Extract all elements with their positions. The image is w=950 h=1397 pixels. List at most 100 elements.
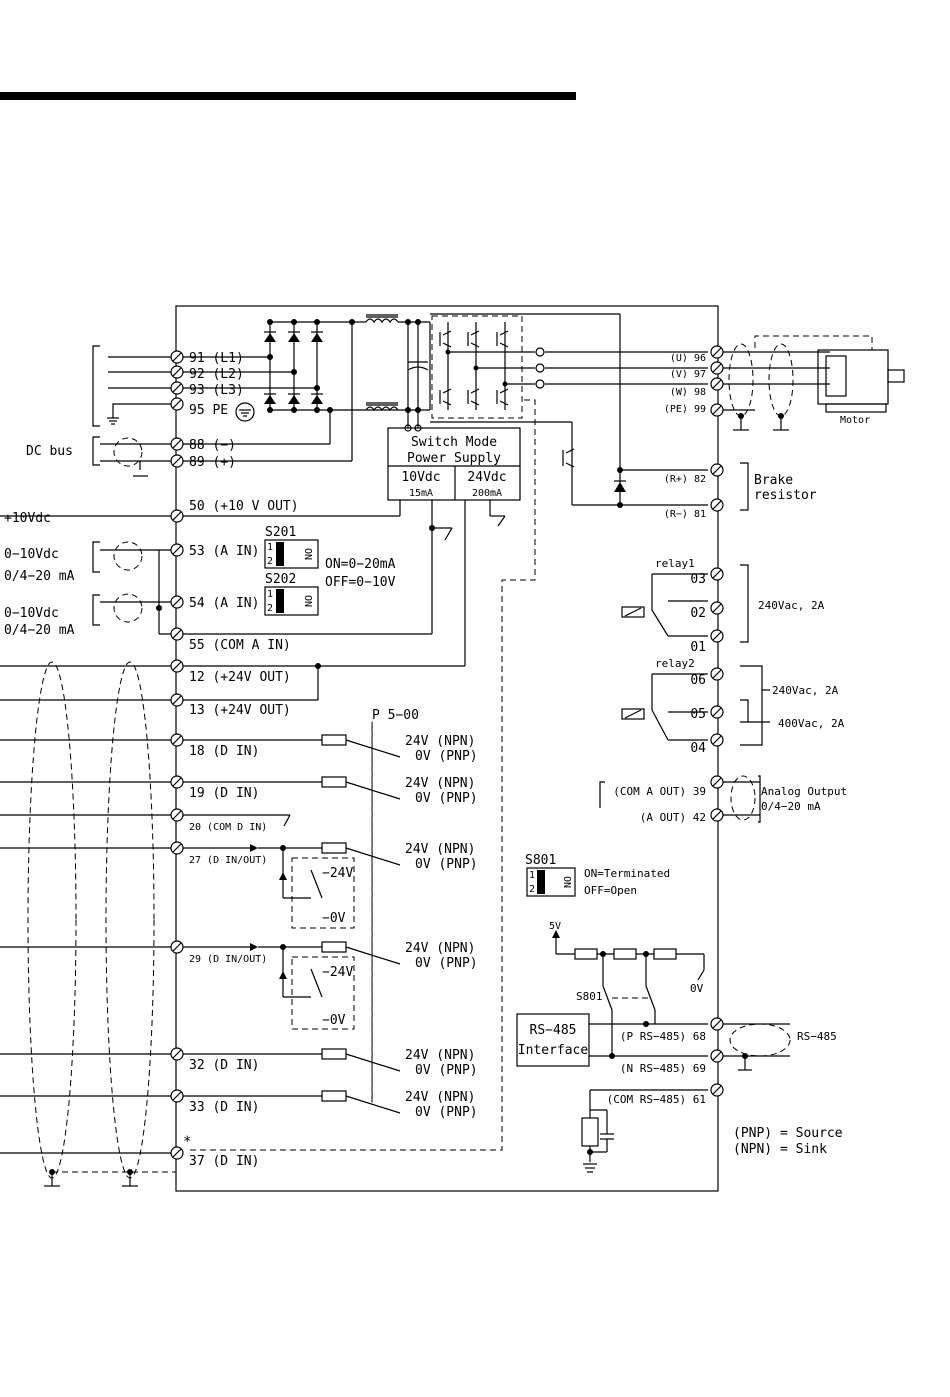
- terminal-screw-slot: [712, 363, 722, 373]
- analog-output: [599, 775, 761, 823]
- rs485-interface-label: RS−485: [530, 1023, 577, 1038]
- analog-output-label: 0/4−20 mA: [761, 800, 821, 813]
- analog-inputs: [0, 500, 453, 635]
- terminal-label: 19 (D IN): [189, 786, 259, 801]
- ain2-range-label: 0/4−20 mA: [4, 623, 75, 638]
- pnp-label: 0V (PNP): [415, 791, 478, 806]
- plus10vdc-label: +10Vdc: [4, 511, 51, 526]
- terminal-label: 93 (L3): [189, 383, 244, 398]
- legend-pnp-source: (PNP) = Source: [733, 1126, 843, 1141]
- dc-bus-label: DC bus: [26, 444, 73, 459]
- terminal-screw-slot: [712, 1051, 722, 1061]
- terminal-label: (U) 96: [670, 353, 706, 364]
- smps-24v-label: 24Vdc: [467, 470, 506, 485]
- terminal-label: (COM RS−485) 61: [607, 1093, 706, 1106]
- terminal-screw-slot: [712, 735, 722, 745]
- terminal-label: 89 (+): [189, 455, 236, 470]
- switch-on-label: ON: [302, 595, 313, 607]
- terminal-label: 03: [690, 572, 706, 587]
- smps-block: [387, 427, 521, 501]
- relay1-rating-label: 240Vac, 2A: [758, 599, 825, 612]
- terminal-label: (R−) 81: [664, 509, 706, 520]
- terminal-label: 01: [690, 640, 706, 655]
- npn-label: 24V (NPN): [405, 1048, 475, 1063]
- terminal-screw-slot: [712, 347, 722, 357]
- header-rule: [0, 92, 576, 100]
- terminal-label: 12 (+24V OUT): [189, 670, 291, 685]
- dc-bus-external: [92, 436, 352, 477]
- terminal-screw-slot: [712, 500, 722, 510]
- smps-10v-current: 15mA: [409, 488, 433, 499]
- relay2-rating-label: 240Vac, 2A: [772, 684, 839, 697]
- motor-label: Motor: [840, 415, 870, 426]
- analog-output-label: Analog Output: [761, 785, 847, 798]
- terminal-screw-slot: [172, 545, 182, 555]
- terminal-label: (R+) 82: [664, 474, 706, 485]
- rs485-interface-label: Interface: [518, 1043, 589, 1058]
- switch-pos-1: 1: [267, 589, 273, 600]
- terminal-label: 05: [690, 707, 706, 722]
- terminal-label: (V) 97: [670, 369, 706, 380]
- terminal-label: (P RS−485) 68: [620, 1030, 706, 1043]
- terminal-label: 88 (−): [189, 438, 236, 453]
- brake-circuit: [430, 314, 749, 511]
- switch-on-note: ON=0−20mA: [325, 557, 396, 572]
- s201-label: S201: [265, 525, 296, 540]
- minus24v-label: −24V: [322, 965, 353, 980]
- relay2-label: relay2: [655, 657, 695, 670]
- terminal-screw-slot: [172, 511, 182, 521]
- terminal-label: 02: [690, 606, 706, 621]
- terminal-label: 37 (D IN): [189, 1154, 259, 1169]
- left-terminal-markers: [170, 350, 184, 1160]
- npn-label: 24V (NPN): [405, 1090, 475, 1105]
- minus24v-label: −24V: [322, 866, 353, 881]
- terminal-screw-slot: [172, 367, 182, 377]
- terminal-screw-slot: [712, 405, 722, 415]
- legend-npn-sink: (NPN) = Sink: [733, 1142, 827, 1157]
- terminal-screw-slot: [172, 439, 182, 449]
- relay1-label: relay1: [655, 557, 695, 570]
- terminal-screw-slot: [172, 810, 182, 820]
- terminal-label: (PE) 99: [664, 404, 706, 415]
- terminal-label: 04: [690, 741, 706, 756]
- rs485-label: RS−485: [797, 1030, 837, 1043]
- pnp-label: 0V (PNP): [415, 1105, 478, 1120]
- ain1-range-label: 0/4−20 mA: [4, 569, 75, 584]
- minus0v-label: −0V: [322, 911, 346, 926]
- switch-pos-1: 1: [529, 870, 535, 881]
- switch-pos-2: 2: [529, 884, 535, 895]
- terminal-screw-slot: [172, 1148, 182, 1158]
- relays: [621, 564, 770, 746]
- npn-label: 24V (NPN): [405, 842, 475, 857]
- terminal-screw-slot: [172, 1091, 182, 1101]
- switch-pos-1: 1: [267, 542, 273, 553]
- switch-pos-2: 2: [267, 603, 273, 614]
- 0v-label: 0V: [690, 982, 704, 995]
- inverter-bridge: [188, 315, 708, 1151]
- terminal-screw-slot: [712, 379, 722, 389]
- smps-24v-current: 200mA: [472, 488, 502, 499]
- minus0v-label: −0V: [322, 1013, 346, 1028]
- terminal-screw-slot: [712, 1019, 722, 1029]
- terminal-label: 91 (L1): [189, 351, 244, 366]
- terminal-screw-slot: [172, 399, 182, 409]
- brake-resistor-label: Brake: [754, 473, 793, 488]
- s801-label: S801: [525, 853, 556, 868]
- switch-on-label: ON: [302, 548, 313, 560]
- switch-on-label: ON: [561, 876, 572, 888]
- terminal-label: 33 (D IN): [189, 1100, 259, 1115]
- terminal-screw-slot: [172, 597, 182, 607]
- ain2-range-label: 0−10Vdc: [4, 606, 59, 621]
- p500-label: P 5−00: [372, 708, 419, 723]
- terminal-label: 53 (A IN): [189, 544, 259, 559]
- terminal-screw-slot: [172, 942, 182, 952]
- terminal-screw-slot: [172, 456, 182, 466]
- switch-pos-2: 2: [267, 556, 273, 567]
- rectifier-bridge: [264, 319, 398, 461]
- npn-label: 24V (NPN): [405, 734, 475, 749]
- terminal-label: (A OUT) 42: [640, 811, 706, 824]
- dc-link: [352, 313, 620, 432]
- s801-on-note: ON=Terminated: [584, 867, 670, 880]
- terminal-screw-slot: [712, 669, 722, 679]
- pnp-label: 0V (PNP): [415, 956, 478, 971]
